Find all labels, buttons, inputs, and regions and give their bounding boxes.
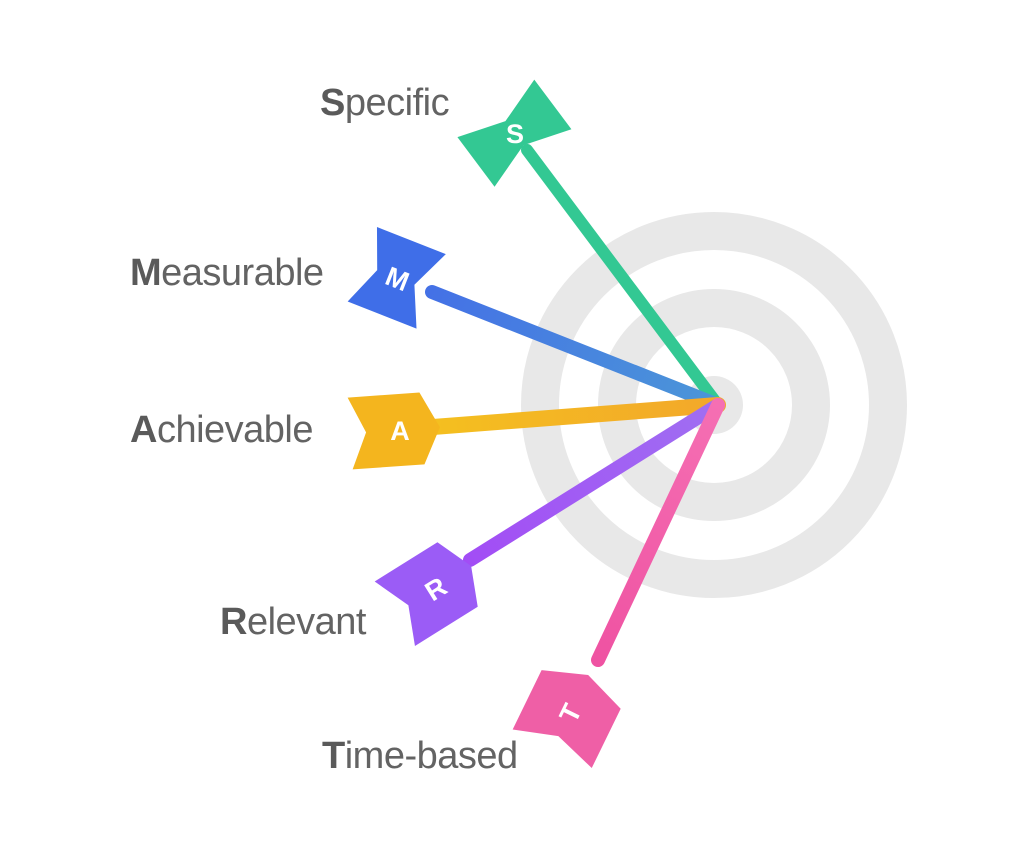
label-specific: Specific (320, 82, 449, 124)
arrow-letter-achievable: A (390, 416, 410, 446)
arrow-shaft-measurable (425, 285, 725, 412)
label-measurable-rest: easurable (161, 252, 323, 294)
label-achievable-rest: chievable (157, 409, 313, 451)
label-achievable-initial: A (130, 409, 157, 451)
arrow-fletching-measurable: M (347, 227, 446, 329)
label-time-based-rest: ime-based (345, 735, 518, 777)
label-specific-initial: S (320, 82, 345, 124)
arrow-time-based: T (512, 398, 725, 769)
arrow-measurable: M (347, 227, 725, 412)
arrow-shaft-time-based (591, 398, 725, 667)
arrow-fletching-time-based: T (512, 670, 621, 769)
arrow-fletching-specific: S (457, 79, 572, 187)
label-relevant: Relevant (220, 601, 367, 643)
arrow-letter-specific: S (506, 119, 524, 149)
label-time-based: Time-based (322, 735, 518, 777)
label-measurable-initial: M (130, 252, 161, 294)
arrow-fletching-relevant: R (374, 542, 478, 646)
arrow-relevant: R (374, 398, 725, 646)
label-relevant-rest: elevant (247, 601, 367, 643)
label-measurable: Measurable (130, 252, 324, 294)
arrow-shaft-relevant (463, 398, 725, 567)
arrow-shaft-specific (521, 144, 724, 411)
arrow-fletching-achievable: A (347, 392, 440, 470)
label-specific-rest: pecific (345, 82, 449, 124)
label-relevant-initial: R (220, 601, 247, 643)
arrow-achievable: A (347, 392, 726, 470)
label-achievable: Achievable (130, 409, 313, 451)
label-time-based-initial: T (322, 735, 345, 777)
target-outer-ring (521, 212, 907, 598)
arrow-specific: S (457, 79, 724, 411)
arrow-shaft-achievable (412, 397, 726, 436)
